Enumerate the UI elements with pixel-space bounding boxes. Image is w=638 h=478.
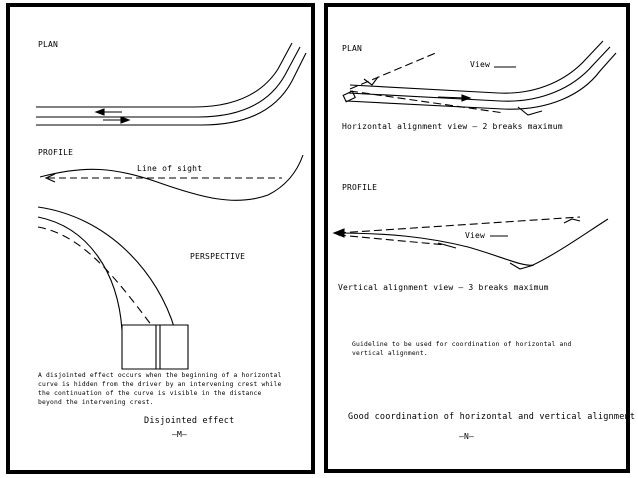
panel-disjointed-effect: PLAN PROFILE Line of sight PERSPECTIVE A… — [6, 3, 315, 474]
plan-road-line-1 — [36, 43, 292, 107]
profile-view-label: View — [465, 231, 486, 240]
disjointed-title: Disjointed effect — [144, 416, 235, 426]
perspective-label: PERSPECTIVE — [190, 252, 246, 261]
vertical-caption: Vertical alignment view – 3 breaks maxim… — [338, 283, 549, 292]
profile-terrain — [40, 155, 303, 200]
driver-car — [343, 91, 355, 102]
plan-view-line-1 — [350, 52, 438, 89]
plan-road-line-3 — [346, 53, 616, 109]
profile-view-break-3 — [438, 243, 456, 248]
profile-view-line-2 — [338, 235, 446, 245]
perspective-centerline — [38, 227, 155, 330]
profile-label: PROFILE — [342, 183, 378, 192]
plan-road-line-1 — [350, 41, 603, 93]
plan-arrow-right-head — [121, 117, 129, 123]
profile-label: PROFILE — [38, 148, 74, 157]
plan-view-break-2 — [518, 107, 542, 115]
sight-arrowhead — [46, 174, 55, 182]
plan-road-line-2 — [36, 47, 300, 117]
figure-letter-m: –M– — [172, 430, 188, 439]
plan-label: PLAN — [342, 44, 363, 53]
plan-traffic-arrow — [438, 97, 466, 98]
plan-road-line-2 — [348, 47, 610, 101]
perspective-road-right — [38, 207, 175, 330]
perspective-crest — [122, 325, 188, 369]
profile-view-break-1 — [510, 263, 534, 269]
profile-view-line-1 — [338, 217, 580, 233]
guideline-text: Guideline to be used for coordination of… — [352, 341, 572, 357]
profile-terrain — [336, 219, 608, 265]
profile-view-break-2 — [564, 219, 580, 223]
profile-driver-arrowhead — [334, 229, 344, 237]
plan-view-break-1 — [364, 77, 378, 85]
line-of-sight-label: Line of sight — [137, 164, 203, 173]
figure-letter-n: –N– — [459, 432, 475, 441]
plan-view-line-2 — [350, 91, 504, 113]
good-coordination-title: Good coordination of horizontal and vert… — [348, 412, 636, 422]
plan-view-label: View — [470, 60, 491, 69]
good-coordination-drawing — [328, 7, 626, 469]
panel-good-coordination: PLAN View Horizontal alignment view – 2 … — [324, 3, 635, 473]
disjointed-description: A disjointed effect occurs when the begi… — [38, 372, 282, 406]
plan-arrow-left-head — [96, 109, 104, 115]
horizontal-caption: Horizontal alignment view – 2 breaks max… — [342, 122, 563, 131]
plan-label: PLAN — [38, 40, 59, 49]
plan-traffic-arrowhead — [462, 95, 470, 101]
perspective-road-left — [38, 217, 122, 330]
disjointed-drawing — [10, 7, 311, 470]
plan-road-line-3 — [36, 53, 306, 125]
